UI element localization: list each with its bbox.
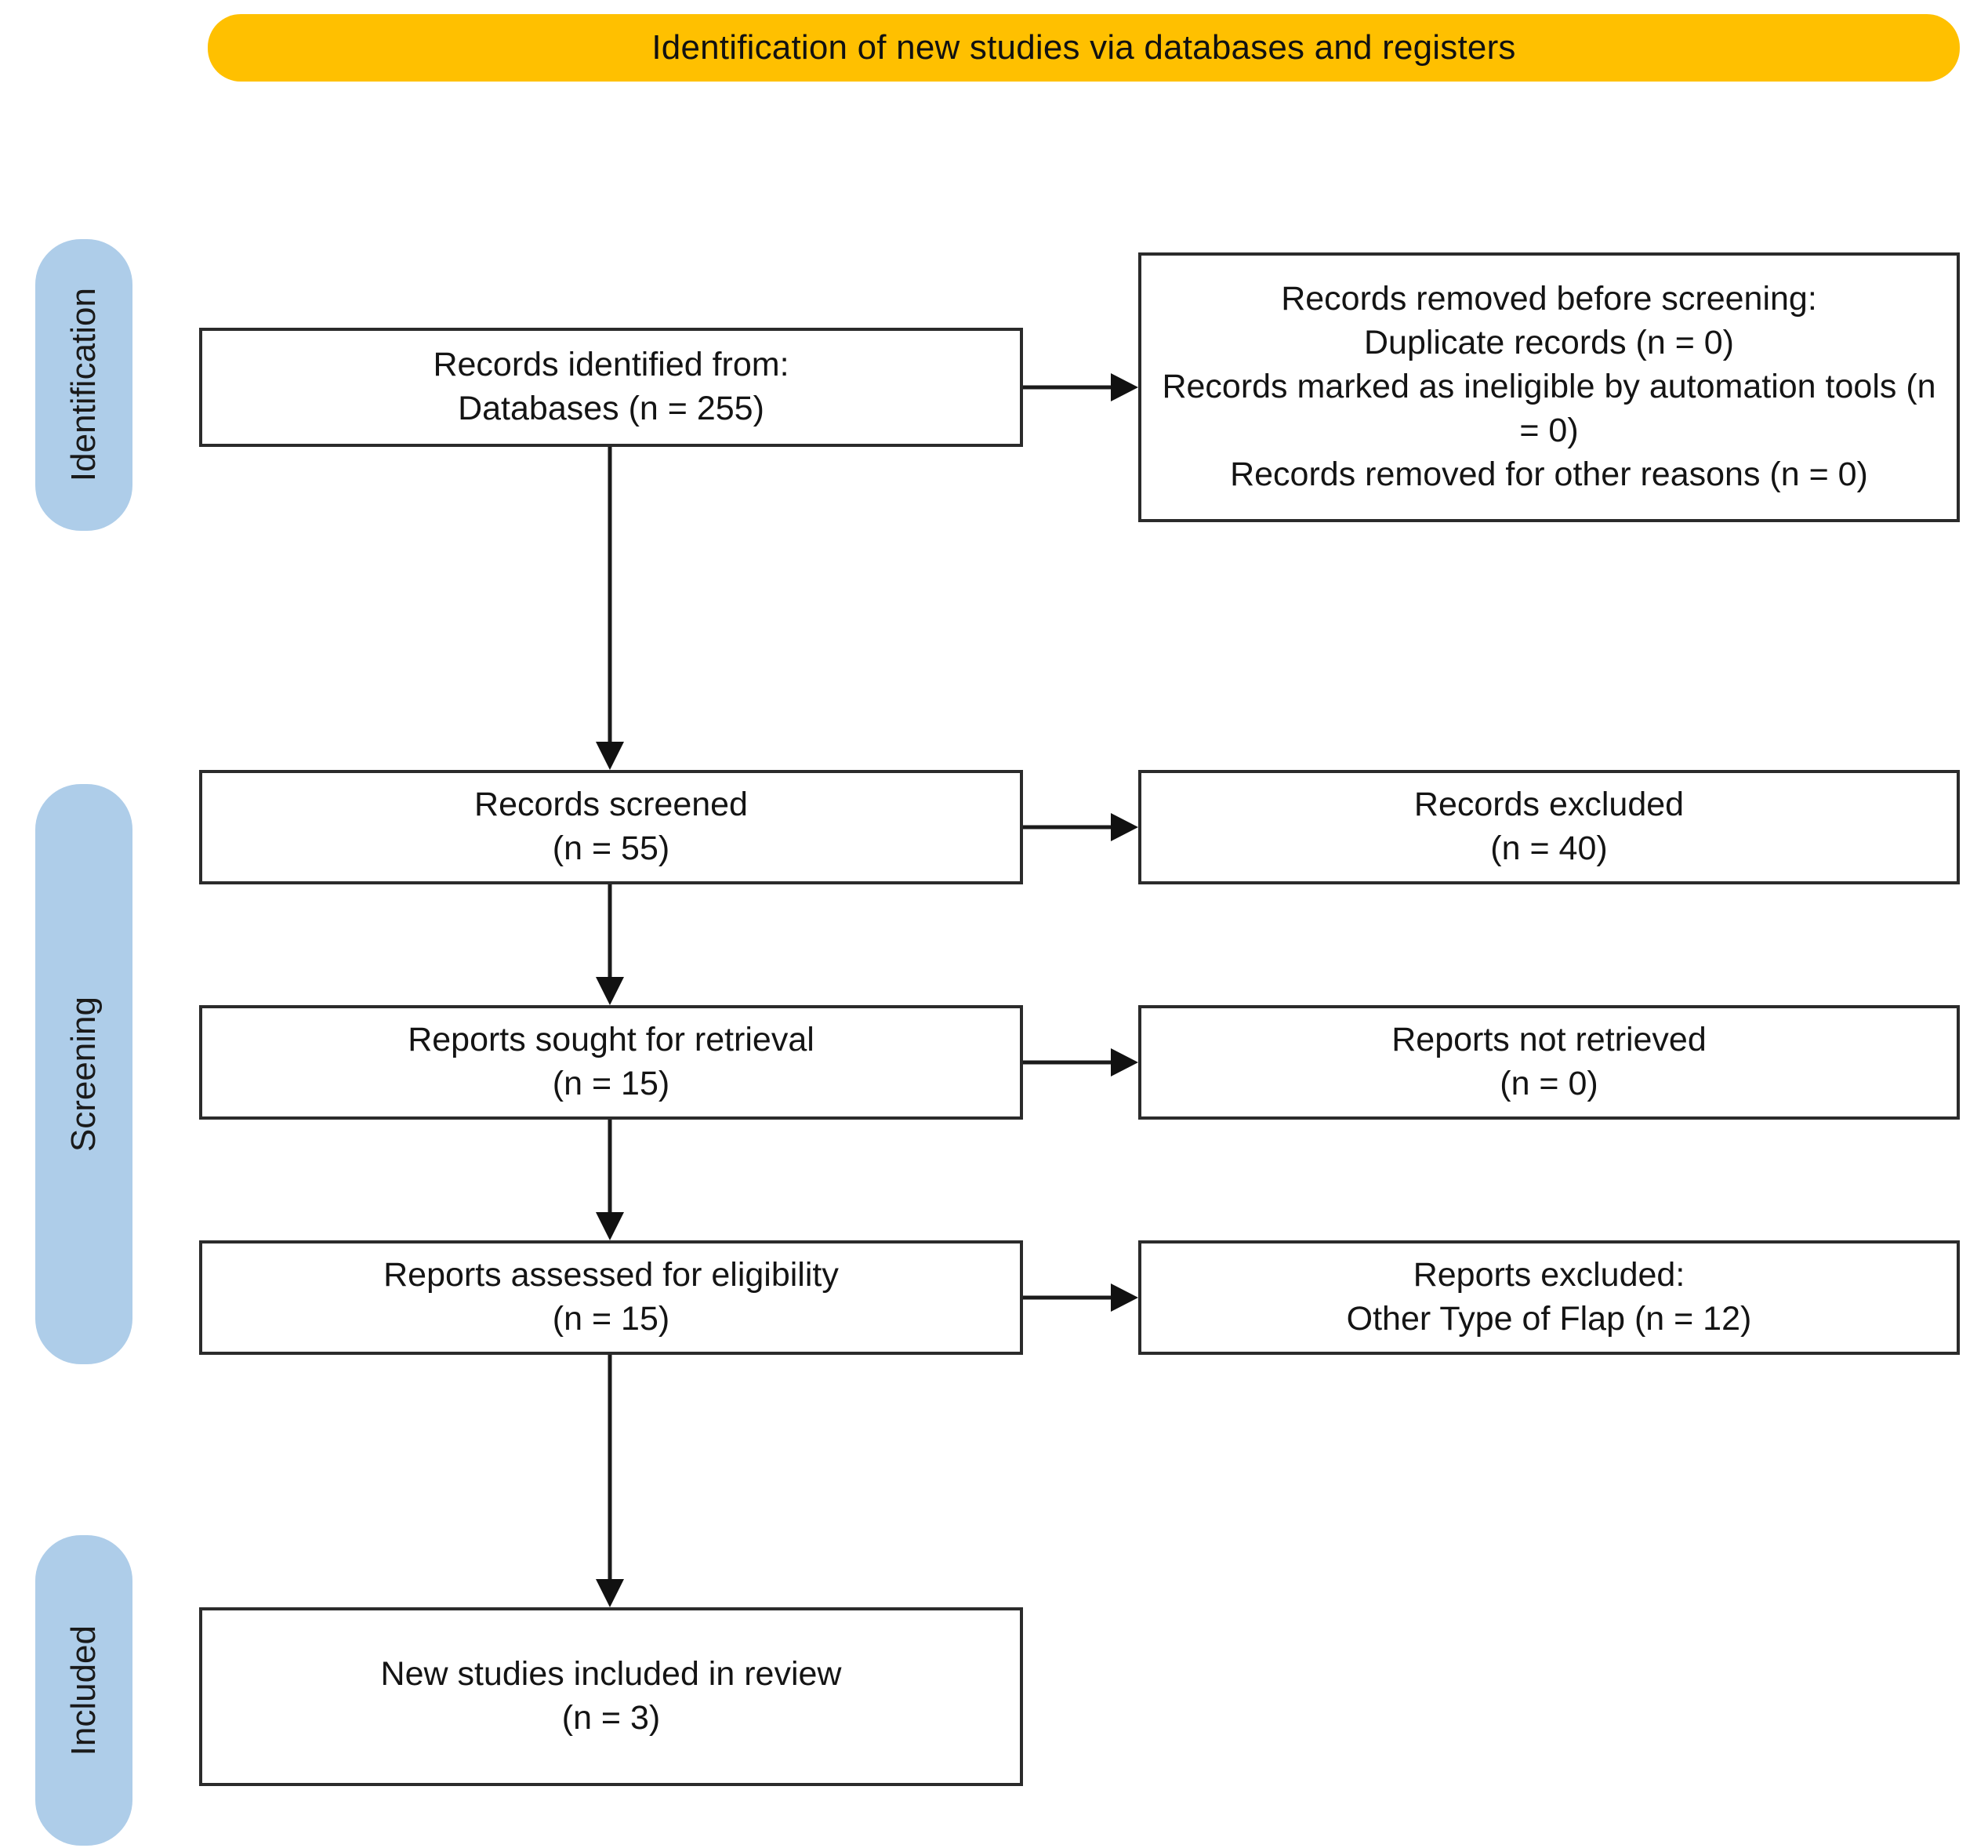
box-reports-assessed-line1: Reports assessed for eligibility (383, 1256, 839, 1294)
box-reports-assessed-for-eligibility: Reports assessed for eligibility (n = 15… (199, 1240, 1023, 1355)
arrow-identified-to-screened (591, 447, 629, 772)
box-reports-excluded-line2: Other Type of Flap (n = 12) (1346, 1300, 1752, 1338)
box-records-identified-line2: Databases (n = 255) (458, 390, 764, 427)
box-records-screened: Records screened (n = 55) (199, 770, 1023, 884)
box-records-removed-line3: Records marked as ineligible by automati… (1162, 368, 1936, 449)
box-new-studies-included-line2: (n = 3) (561, 1699, 661, 1737)
box-records-screened-line2: (n = 55) (552, 830, 670, 867)
box-records-identified-line1: Records identified from: (433, 346, 789, 384)
box-records-removed-line4: Records removed for other reasons (n = 0… (1230, 455, 1868, 493)
phase-label-identification: Identification (35, 239, 132, 531)
box-records-screened-line1: Records screened (474, 786, 748, 824)
box-records-identified: Records identified from: Databases (n = … (199, 328, 1023, 447)
box-records-removed-line1: Records removed before screening: (1281, 280, 1817, 318)
arrow-screened-to-records-excluded (1023, 808, 1141, 846)
box-new-studies-included-line1: New studies included in review (380, 1655, 842, 1694)
stage-banner-identification: Identification of new studies via databa… (208, 14, 1960, 82)
stage-banner-title: Identification of new studies via databa… (651, 28, 1516, 67)
box-records-excluded-line2: (n = 40) (1490, 830, 1608, 867)
box-new-studies-included: New studies included in review (n = 3) (199, 1607, 1023, 1786)
phase-label-included-text: Included (64, 1625, 103, 1756)
box-reports-not-retrieved-line1: Reports not retrieved (1391, 1021, 1707, 1059)
arrow-sought-to-assessed (591, 1120, 629, 1242)
box-records-excluded: Records excluded (n = 40) (1138, 770, 1960, 884)
box-reports-excluded-line1: Reports excluded: (1413, 1256, 1685, 1294)
box-reports-excluded: Reports excluded: Other Type of Flap (n … (1138, 1240, 1960, 1355)
box-records-excluded-line1: Records excluded (1413, 786, 1685, 824)
arrow-identified-to-removed (1023, 369, 1141, 406)
phase-label-screening: Screening (35, 784, 132, 1364)
arrow-assessed-to-reports-excluded (1023, 1279, 1141, 1316)
phase-label-screening-text: Screening (64, 996, 103, 1153)
arrow-screened-to-sought (591, 884, 629, 1007)
arrow-assessed-to-included (591, 1355, 629, 1609)
box-reports-sought-line1: Reports sought for retrieval (408, 1021, 814, 1059)
box-reports-not-retrieved-line2: (n = 0) (1500, 1065, 1598, 1102)
arrow-sought-to-not-retrieved (1023, 1044, 1141, 1081)
box-reports-sought-for-retrieval: Reports sought for retrieval (n = 15) (199, 1005, 1023, 1120)
box-reports-not-retrieved: Reports not retrieved (n = 0) (1138, 1005, 1960, 1120)
box-records-removed-line2: Duplicate records (n = 0) (1363, 324, 1734, 362)
box-reports-assessed-line2: (n = 15) (552, 1300, 670, 1338)
box-reports-sought-line2: (n = 15) (552, 1065, 670, 1102)
phase-label-identification-text: Identification (64, 288, 103, 482)
phase-label-included: Included (35, 1535, 132, 1846)
box-records-removed-before-screening: Records removed before screening: Duplic… (1138, 252, 1960, 522)
